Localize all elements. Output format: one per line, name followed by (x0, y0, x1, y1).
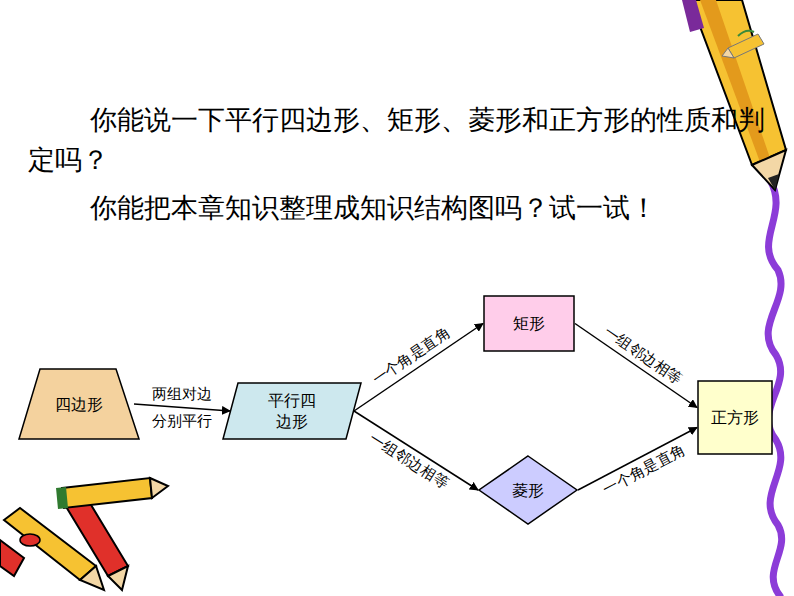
connector-arrow (134, 404, 230, 411)
prompt-text: 你能把本章知识整理成知识结构图吗？试一试！ (28, 188, 774, 228)
node-label: 正方形 (711, 407, 759, 428)
prompt-text: 你能说一下平行四边形、矩形、菱形和正方形的性质和判定吗？ (28, 100, 774, 180)
node-label: 菱形 (512, 480, 544, 501)
edge-label: 一组邻边相等 (366, 430, 452, 494)
pencils-illustration (0, 478, 168, 590)
edge-label: 一个角是直角 (600, 441, 688, 499)
connector-arrow (354, 324, 483, 412)
node-label: 四边形 (55, 394, 103, 415)
square-box: 正方形 (697, 380, 773, 455)
pencil-illustration (682, 0, 786, 190)
edge-label: 一组邻边相等 (601, 322, 685, 388)
rhombus-diamond: 菱形 (478, 455, 578, 525)
quadrilateral-shape: 四边形 (18, 368, 140, 440)
edge-label: 一个角是直角 (369, 324, 454, 389)
edge-label: 两组对边 分别平行 (150, 381, 215, 435)
node-label: 平行四边形 (266, 390, 317, 432)
connector-arrow (575, 324, 697, 408)
node-label: 矩形 (513, 313, 545, 334)
rectangle-box: 矩形 (483, 295, 575, 352)
pencil-icon (722, 31, 764, 58)
shape-outline (222, 382, 362, 440)
connector-arrow (354, 411, 478, 490)
parallelogram-shape: 平行四边形 (222, 382, 362, 440)
